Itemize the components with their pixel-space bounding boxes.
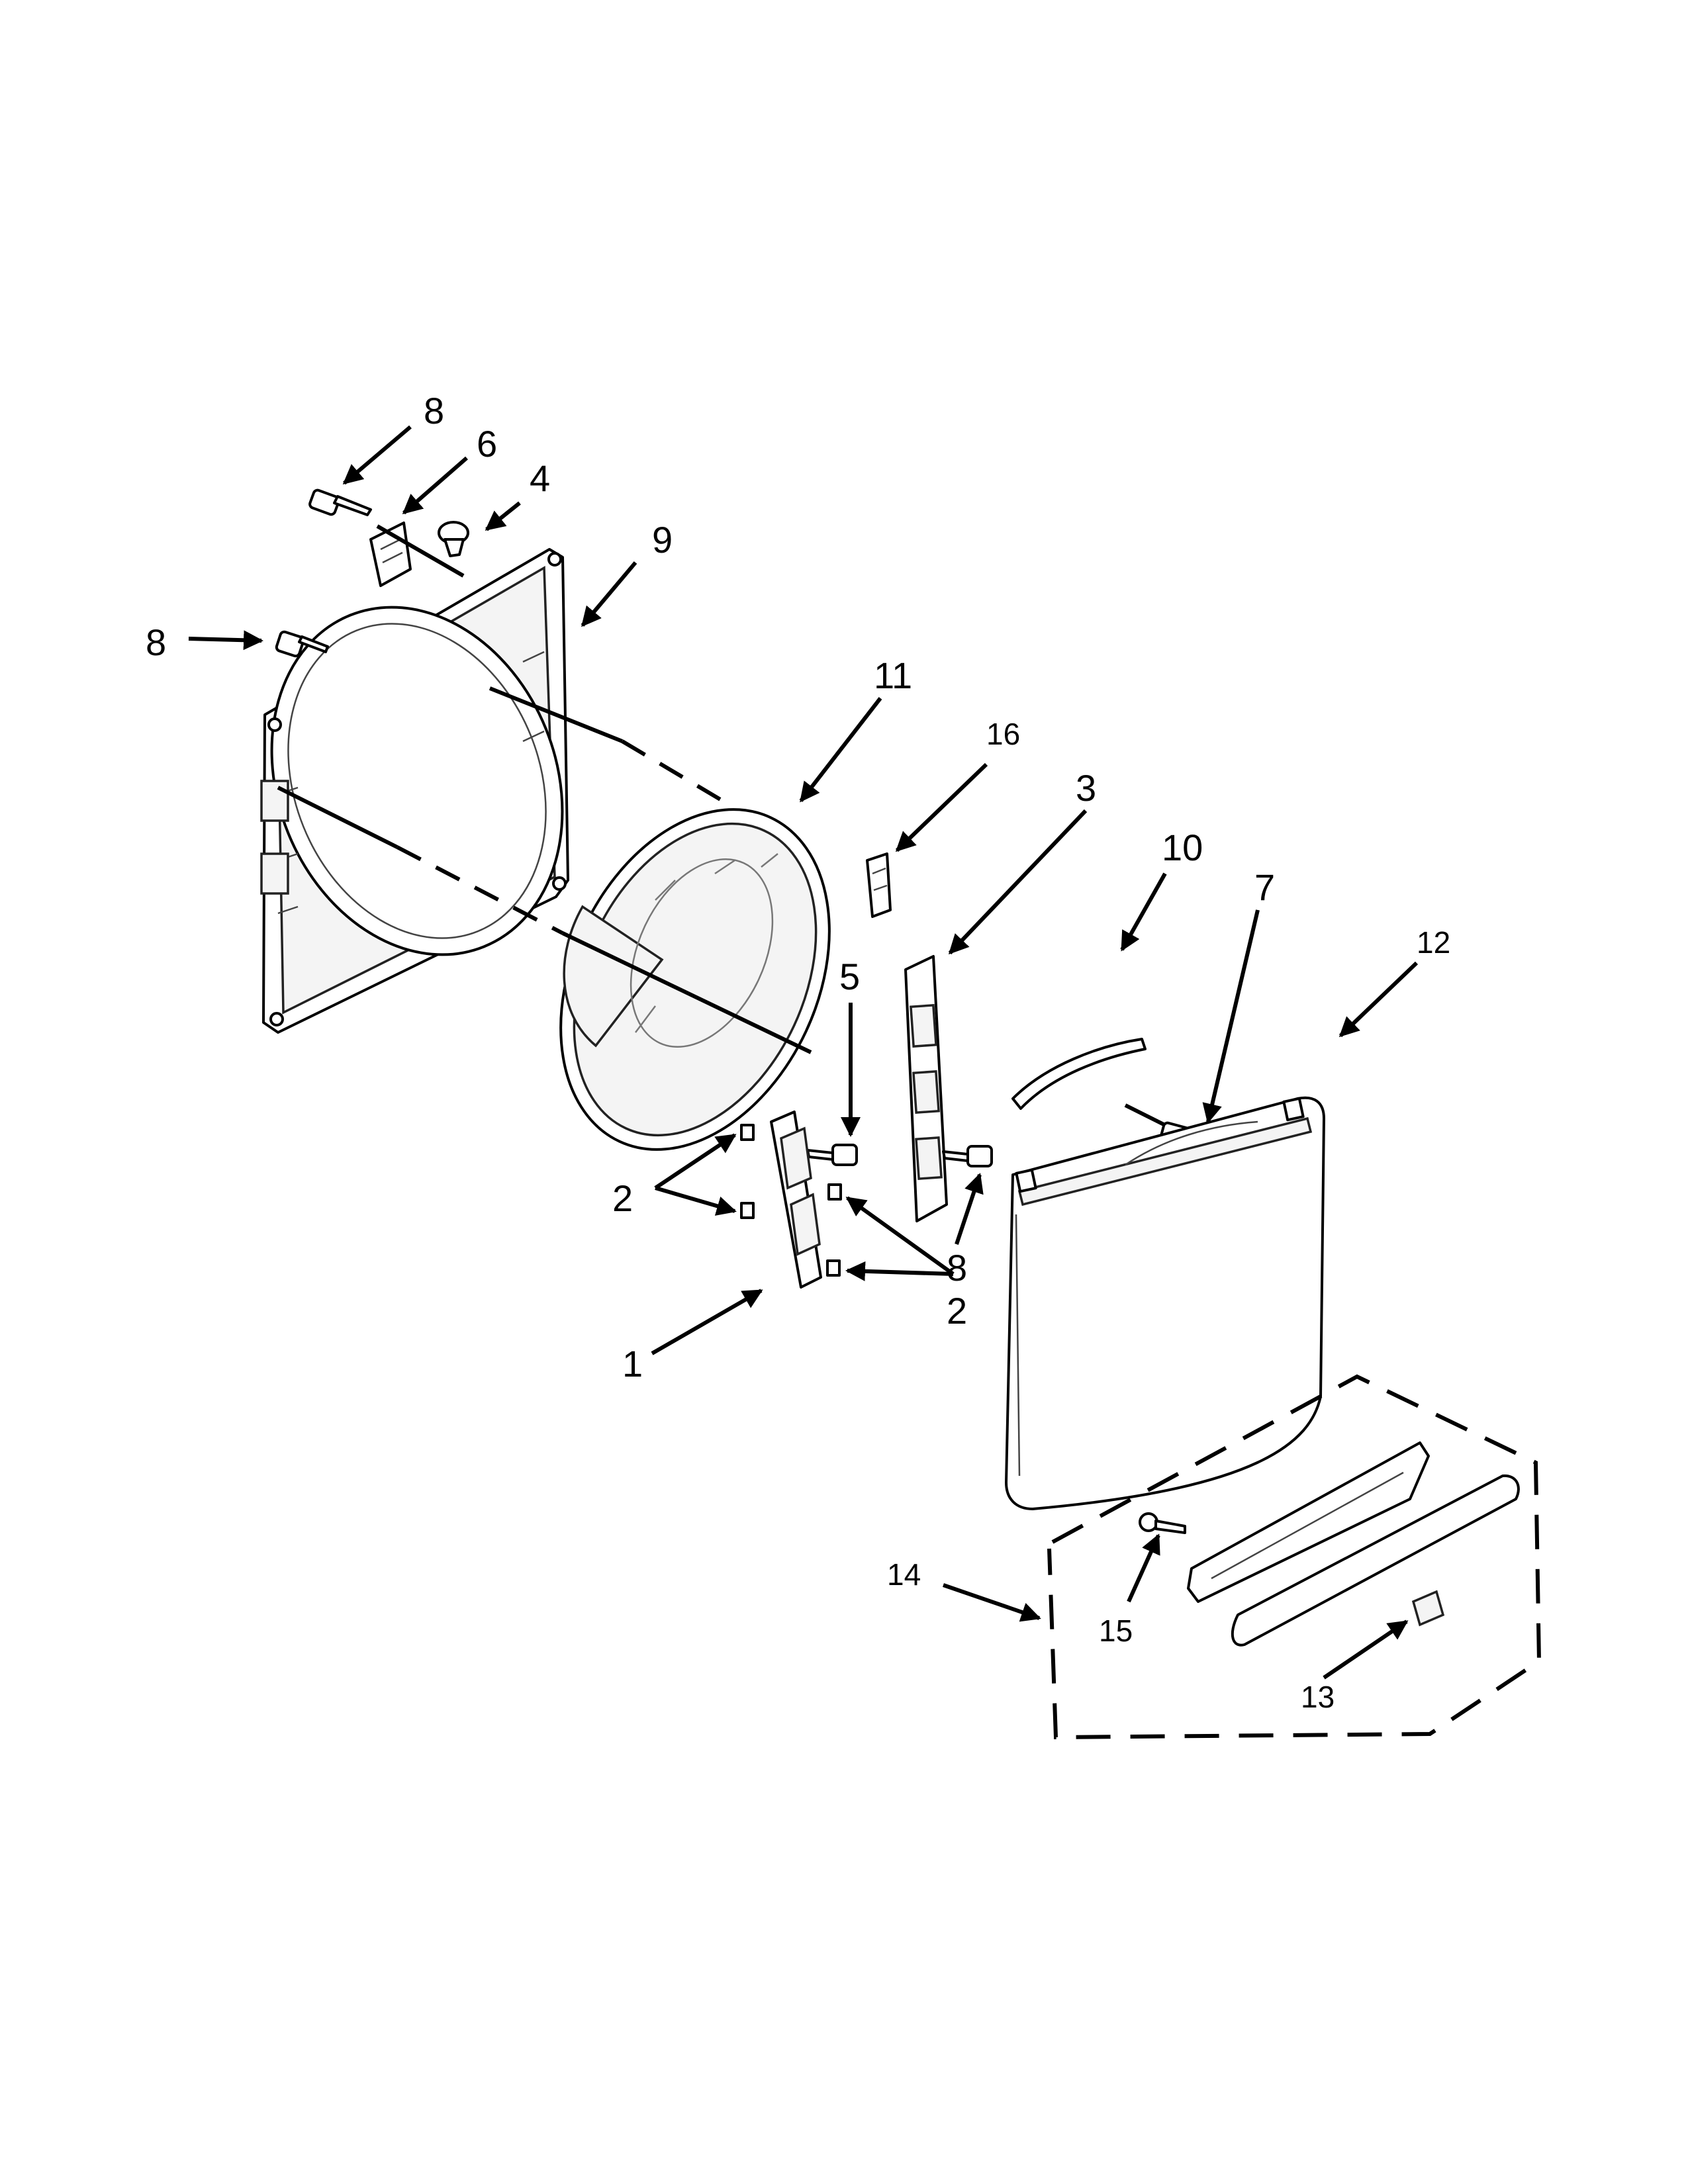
leader-12 [1338, 961, 1419, 1038]
alignment-line-frame-dashed [621, 739, 729, 806]
alignment-line-top [376, 524, 465, 578]
latch-strike [866, 852, 892, 918]
callout-5: 5 [839, 956, 860, 997]
callout-8-left: 8 [146, 621, 166, 663]
front-panel-frame [260, 548, 569, 1034]
callout-3: 3 [1076, 767, 1096, 809]
handle-base [1187, 1441, 1430, 1603]
callout-16: 16 [986, 717, 1020, 751]
callout-1: 1 [622, 1343, 643, 1385]
kit-boundary-dashed [1047, 1374, 1542, 1740]
door-hinge-left [770, 1111, 822, 1289]
leader-2b [655, 1186, 737, 1216]
callout-10: 10 [1162, 827, 1203, 868]
push-clip [438, 521, 469, 557]
hinge-plate-right [904, 955, 948, 1222]
alignment-line-lower-solid [277, 786, 399, 849]
callout-2-right: 2 [947, 1290, 967, 1332]
callout-13: 13 [1301, 1680, 1335, 1714]
callout-12: 12 [1417, 925, 1450, 960]
callout-11: 11 [874, 655, 912, 696]
leader-15 [1127, 1533, 1160, 1603]
leader-8-left [188, 630, 263, 651]
alignment-line-strip [1124, 1103, 1166, 1127]
screw-mid-hinge [942, 1145, 993, 1167]
leader-3 [948, 809, 1088, 955]
leader-7 [1202, 909, 1260, 1124]
leader-11 [799, 697, 882, 803]
leader-9 [581, 561, 637, 627]
door-glass-bowl [559, 808, 831, 1151]
callout-9: 9 [652, 519, 673, 561]
leader-10 [1120, 872, 1167, 952]
leader-13 [1323, 1619, 1409, 1680]
callout-4: 4 [530, 457, 550, 499]
hinge-bushings [740, 1124, 842, 1277]
alignment-line-lower-dashed [396, 845, 564, 935]
leader-8-top [342, 425, 412, 485]
leader-1 [651, 1289, 763, 1355]
alignment-line-hinge [561, 931, 812, 1054]
alignment-line-frame-solid [489, 686, 624, 743]
handle-cover [1231, 1474, 1520, 1647]
leader-2d [845, 1261, 954, 1281]
screw-middle [806, 1144, 858, 1166]
leader-2c [845, 1196, 955, 1276]
callout-14: 14 [887, 1557, 921, 1592]
leader-16 [895, 762, 988, 852]
leader-8-mid [955, 1173, 984, 1245]
callout-2-left: 2 [612, 1177, 633, 1219]
leader-2a [654, 1133, 737, 1190]
leader-14 [943, 1583, 1041, 1622]
callout-7: 7 [1254, 866, 1275, 908]
screw-left [275, 630, 329, 658]
leader-4 [485, 501, 521, 531]
handle-screw [1139, 1512, 1186, 1534]
leader-6 [402, 456, 468, 515]
outer-door-panel [1005, 1096, 1325, 1510]
callout-6: 6 [477, 423, 497, 465]
callout-8-top: 8 [424, 390, 444, 432]
door-trim-strip [1011, 1038, 1147, 1110]
screw-top [308, 488, 372, 516]
handle-badge [1411, 1590, 1445, 1627]
callout-15: 15 [1099, 1614, 1133, 1648]
callout-8-mid: 8 [947, 1247, 967, 1289]
